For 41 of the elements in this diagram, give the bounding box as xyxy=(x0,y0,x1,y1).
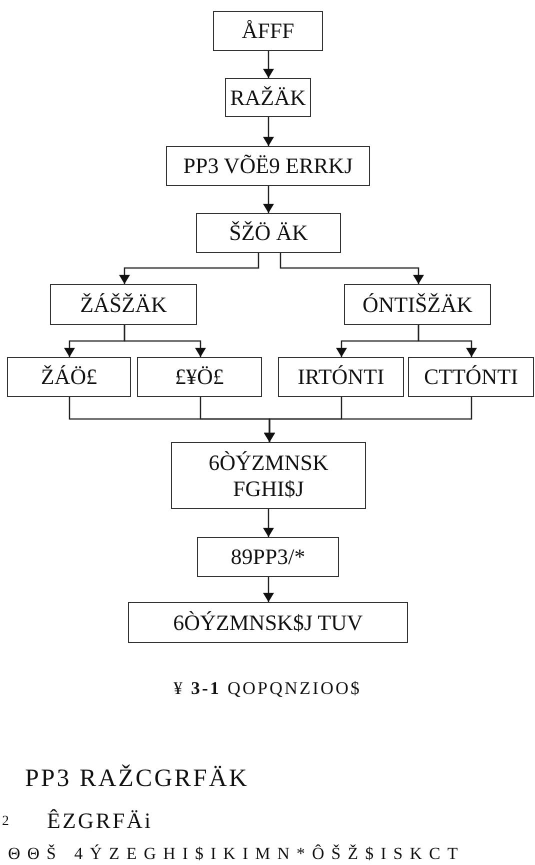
arrow xyxy=(263,51,274,78)
arrow xyxy=(263,117,274,146)
step-text: ŽÁŠŽÄK xyxy=(80,292,167,318)
step-text: CTTÓNTI xyxy=(424,364,518,390)
process-box xyxy=(213,11,323,51)
step-text: 6ÒÝZMNSK$J TUV xyxy=(173,610,363,636)
arrow xyxy=(264,397,472,442)
step-text: RAŽÄK xyxy=(230,84,306,110)
process-box xyxy=(166,146,370,186)
step-text: ŽÁÖ£ xyxy=(40,364,98,390)
footnote-number: 2 xyxy=(2,814,9,830)
process-box xyxy=(171,442,366,509)
process-box xyxy=(196,213,341,253)
process-box xyxy=(128,602,408,643)
subheading: ÊZGRFÄi xyxy=(47,809,153,834)
step-text: ÅFFF xyxy=(242,18,294,44)
step-text: ÓNTIŠŽÄK xyxy=(362,292,472,318)
arrow xyxy=(263,509,274,537)
arrow xyxy=(119,253,260,284)
process-box xyxy=(137,357,262,397)
arrow xyxy=(124,325,206,357)
step-text: PP3 VÕË9 ERRKJ xyxy=(183,153,353,179)
step-text: ŠŽÖ ÄK xyxy=(229,220,308,246)
step-text: £¥Ö£ xyxy=(175,364,224,390)
process-box xyxy=(225,78,311,117)
body-text: ΘΘŠ 4ÝZEGHI$IKIMN*ÔŠŽ$ISKCT xyxy=(8,845,465,864)
process-box xyxy=(408,357,534,397)
arrow xyxy=(263,186,274,213)
arrow xyxy=(280,253,424,284)
figure-caption: ¥ 3-1 QOPQNZIOO$ xyxy=(174,679,362,699)
arrow xyxy=(263,577,274,602)
process-box xyxy=(278,357,404,397)
process-box xyxy=(344,284,491,325)
step-text: 6ÒÝZMNSK FGHI$J xyxy=(208,450,330,502)
process-box xyxy=(50,284,197,325)
process-box xyxy=(7,357,131,397)
arrow xyxy=(418,325,477,357)
section-heading: PP3 RAŽCGRFÄK xyxy=(25,765,249,792)
process-box xyxy=(197,537,339,577)
step-text: 89PP3/* xyxy=(230,544,306,570)
step-text: IRTÓNTI xyxy=(298,364,384,390)
